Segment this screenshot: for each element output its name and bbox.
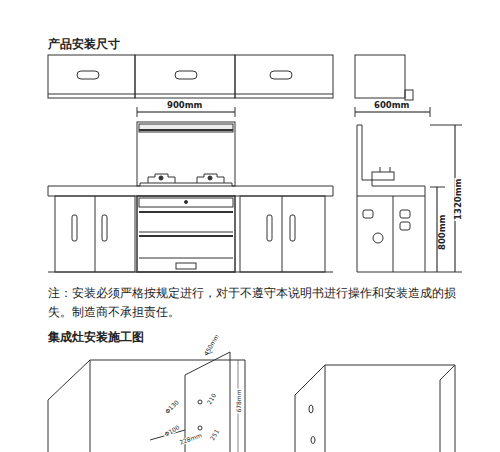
dimension-label: 228mm	[178, 432, 204, 446]
dimension-label: 800mm	[438, 214, 447, 251]
section-heading: 集成灶安装施工图	[48, 331, 144, 343]
dimension-label: 900mm	[166, 101, 203, 110]
dimension-label: Φ100	[163, 424, 182, 438]
dimension-label: 600mm	[373, 101, 410, 110]
dimension-label: 1320mm	[454, 178, 463, 221]
dimension-label: Φ130	[164, 398, 181, 415]
dimension-label: 678mm	[236, 388, 242, 413]
section-heading: 产品安装尺寸	[48, 38, 120, 50]
dimension-label: 251	[209, 428, 221, 443]
dimension-label: 450mm	[203, 333, 220, 356]
note-text: 注：安装必须严格按规定进行，对于不遵守本说明书进行操作和安装造成的损失。制造商不…	[48, 284, 476, 322]
dimension-label: 210	[206, 392, 218, 407]
